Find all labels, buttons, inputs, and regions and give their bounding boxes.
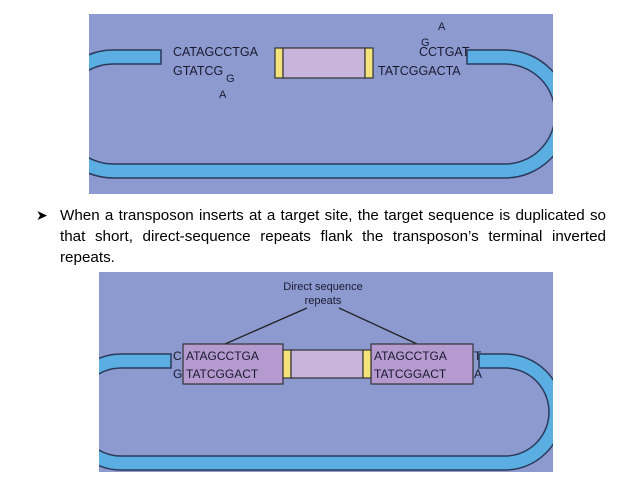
right-top-outer-base: T: [474, 349, 482, 363]
dna-strand: [99, 353, 553, 471]
inverted-repeat-right: [364, 47, 374, 79]
right-top-sequence: CCTGAT: [419, 45, 470, 59]
right-overhang-g: G: [421, 37, 430, 49]
left-overhang-g: G: [226, 73, 235, 85]
left-bottom-sequence: GTATCG: [173, 64, 223, 78]
right-top-repeat: ATAGCCTGA: [374, 349, 447, 363]
right-bottom-outer-base: A: [474, 367, 482, 381]
direct-repeats-diagram: Direct sequence repeats C ATAGCCTGA G TA…: [99, 272, 553, 472]
inverted-repeat-right: [362, 349, 372, 379]
left-overhang-a: A: [219, 89, 227, 101]
right-bottom-repeat: TATCGGACT: [374, 367, 447, 381]
transposon-body: [290, 349, 364, 379]
direct-repeats-label-line2: repeats: [305, 295, 342, 307]
direct-repeat-box-left: [182, 343, 284, 385]
left-bottom-outer-base: G: [173, 367, 182, 381]
right-bottom-sequence: TATCGGACTA: [378, 64, 461, 78]
pointer-line-left: [224, 307, 308, 345]
left-top-sequence: CATAGCCTGA: [173, 45, 259, 59]
left-top-outer-base: C: [173, 349, 182, 363]
pointer-line-right: [338, 307, 418, 345]
transposon-body: [282, 47, 366, 79]
dna-strand: [89, 49, 553, 179]
inverted-repeat-left: [274, 47, 284, 79]
caption-text: When a transposon inserts at a target si…: [60, 207, 606, 266]
right-overhang-a: A: [438, 21, 446, 33]
arrow-bullet-icon: ➤: [36, 207, 48, 223]
caption: ➤ When a transposon inserts at a target …: [36, 205, 606, 268]
direct-repeat-box-right: [370, 343, 474, 385]
inverted-repeat-left: [282, 349, 292, 379]
target-site-diagram: CATAGCCTGA GTATCG G A A G CCTGAT TATCGGA…: [89, 14, 553, 194]
left-bottom-repeat: TATCGGACT: [186, 367, 259, 381]
direct-repeats-label-line1: Direct sequence: [283, 281, 363, 293]
left-top-repeat: ATAGCCTGA: [186, 349, 259, 363]
